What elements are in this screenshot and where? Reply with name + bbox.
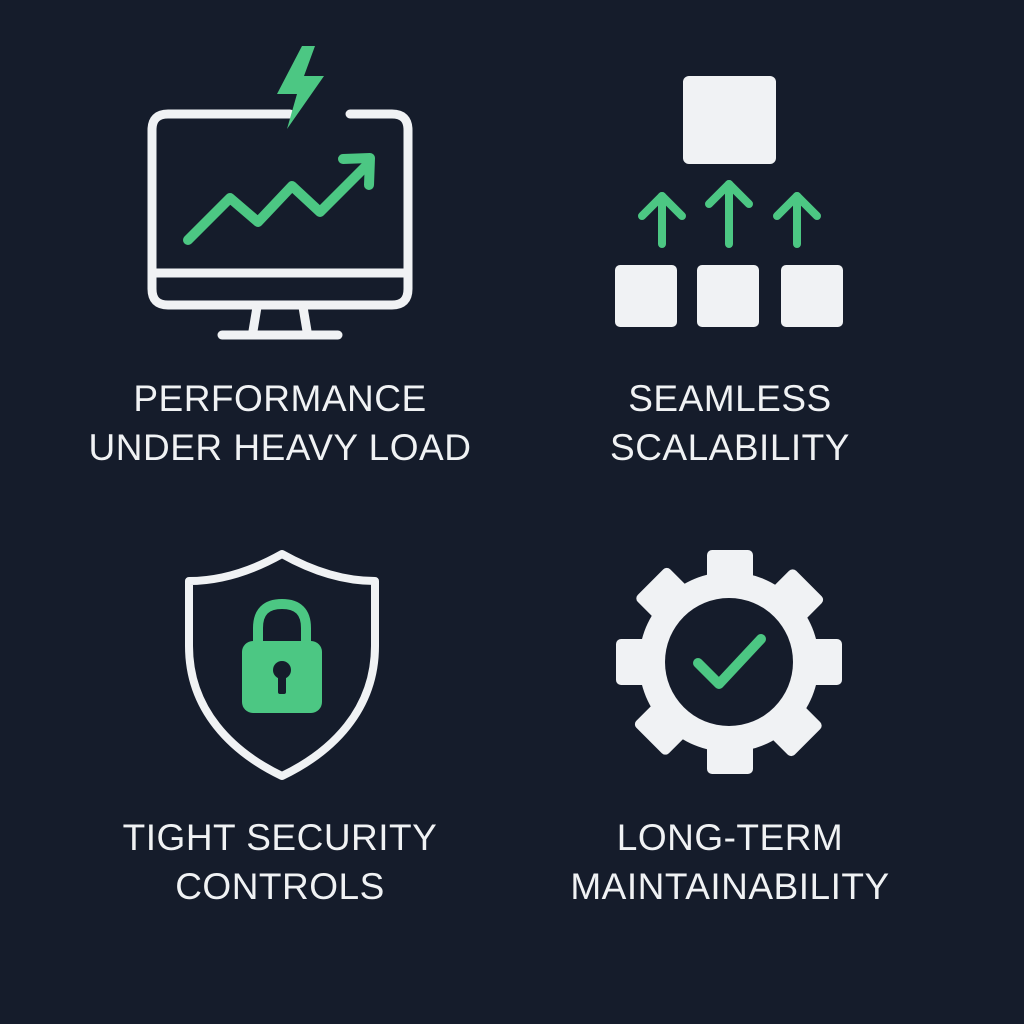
shield-lock-icon — [185, 550, 379, 780]
scaling-blocks-icon — [615, 76, 843, 327]
feature-label-line: PERFORMANCE — [133, 378, 427, 419]
feature-label-scalability: SEAMLESS SCALABILITY — [490, 374, 970, 472]
feature-label-line: CONTROLS — [175, 866, 385, 907]
gear-check-icon — [616, 550, 842, 774]
monitor-growth-lightning-icon — [147, 46, 413, 340]
feature-label-security: TIGHT SECURITY CONTROLS — [40, 813, 520, 911]
feature-label-maintainability: LONG-TERM MAINTAINABILITY — [490, 813, 970, 911]
feature-label-line: SCALABILITY — [610, 427, 850, 468]
feature-label-line: SEAMLESS — [628, 378, 832, 419]
feature-label-line: LONG-TERM — [616, 817, 844, 858]
feature-label-line: TIGHT SECURITY — [122, 817, 438, 858]
feature-label-line: MAINTAINABILITY — [570, 866, 890, 907]
feature-label-performance: PERFORMANCE UNDER HEAVY LOAD — [40, 374, 520, 472]
feature-label-line: UNDER HEAVY LOAD — [88, 427, 472, 468]
